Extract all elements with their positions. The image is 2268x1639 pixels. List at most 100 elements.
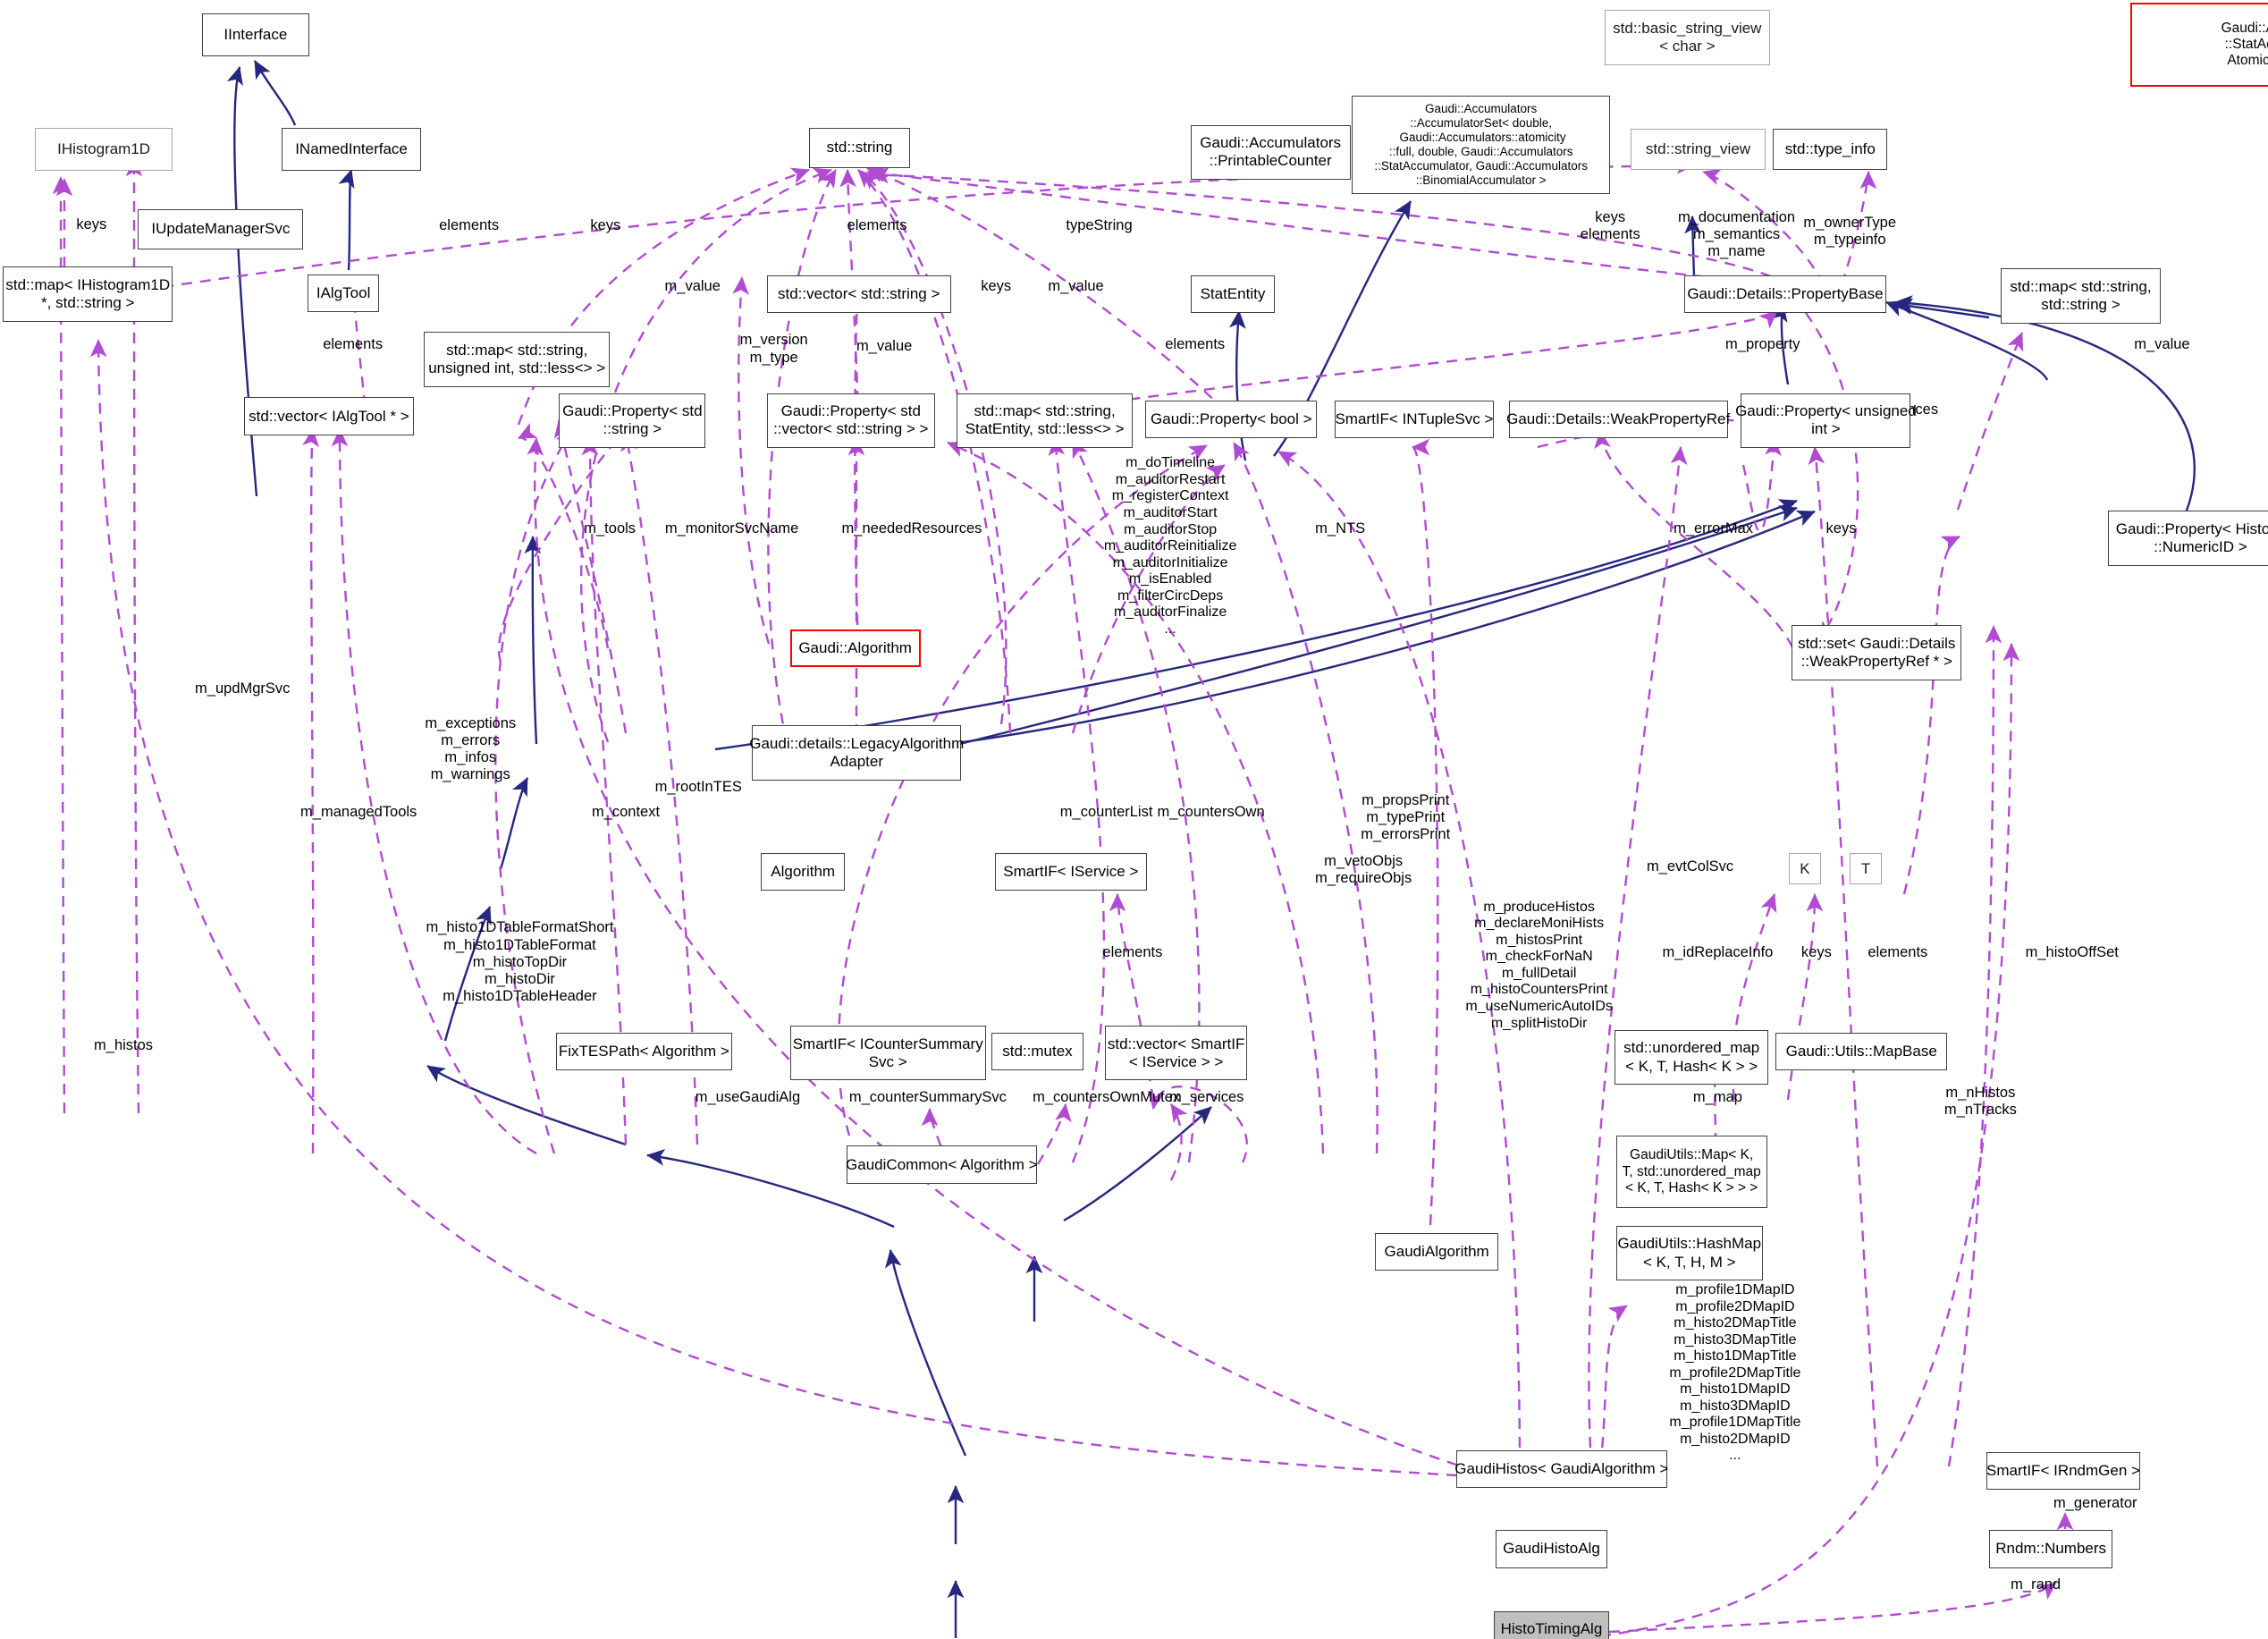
- class-node-stringview[interactable]: std::string_view: [1630, 129, 1766, 170]
- edge-label: elements: [439, 217, 500, 234]
- edge-label: m_NTS: [1315, 520, 1366, 537]
- edge-label: keys: [981, 278, 1012, 295]
- class-node-mapstrstr[interactable]: std::map< std::string, std::string >: [2001, 268, 2161, 324]
- class-node-propstring[interactable]: Gaudi::Property< std ::string >: [559, 393, 706, 449]
- edge-label: m_evtColSvc: [1646, 858, 1734, 875]
- edge-label: m_counterList: [1059, 803, 1153, 820]
- edge-label: elements: [847, 217, 907, 234]
- edge-label: m_value: [1048, 278, 1104, 295]
- class-node-smartirndmgen[interactable]: SmartIF< IRndmGen >: [1986, 1451, 2141, 1490]
- edge-label: m_histo1DTableFormatShort m_histo1DTable…: [426, 919, 614, 1004]
- edge-label: m_value: [664, 278, 721, 295]
- class-node-propvecstring[interactable]: Gaudi::Property< std ::vector< std::stri…: [766, 393, 935, 449]
- edge-label: m_doTimeline m_auditorRestart m_register…: [1103, 455, 1237, 637]
- edge-label: m_managedTools: [300, 803, 417, 820]
- class-node-vecsmartiservice[interactable]: std::vector< SmartIF < IService > >: [1105, 1025, 1248, 1081]
- class-node-mapstruint[interactable]: std::map< std::string, unsigned int, std…: [424, 332, 611, 388]
- class-node-fixtespath[interactable]: FixTESPath< Algorithm >: [556, 1032, 732, 1071]
- edge-label: m_ownerType m_typeinfo: [1803, 215, 1897, 249]
- edge-label: m_context: [591, 803, 661, 820]
- edge-label: keys: [1825, 520, 1857, 537]
- edge-label: m_idReplaceInfo: [1662, 944, 1774, 960]
- edge-label: m_produceHistos m_declareMoniHists m_his…: [1465, 899, 1613, 1031]
- class-node-mapihisto[interactable]: std::map< IHistogram1D *, std::string >: [3, 266, 173, 323]
- edge-label: m_vetoObjs m_requireObjs: [1315, 852, 1412, 886]
- edge-label: m_version m_type: [739, 332, 808, 366]
- class-node-typeinfo[interactable]: std::type_info: [1773, 129, 1888, 170]
- class-node-gaudiutilshashmap[interactable]: GaudiUtils::HashMap < K, T, H, M >: [1615, 1225, 1763, 1281]
- class-node-iinterface[interactable]: IInterface: [201, 13, 309, 57]
- class-node-vecstring[interactable]: std::vector< std::string >: [766, 275, 951, 314]
- edge-label: m_histoOffSet: [2025, 944, 2119, 960]
- edge-label: m_rootInTES: [654, 779, 742, 796]
- edge-label: m_countersOwnMutex: [1033, 1089, 1181, 1106]
- class-node-propertybase[interactable]: Gaudi::Details::PropertyBase: [1684, 275, 1886, 314]
- edge-label: typeString: [1066, 217, 1133, 234]
- class-node-legacyadapter[interactable]: Gaudi::details::LegacyAlgorithm Adapter: [749, 725, 964, 781]
- edge-label: keys elements: [1580, 208, 1640, 242]
- class-node-propbool[interactable]: Gaudi::Property< bool >: [1145, 400, 1318, 438]
- class-node-stdstring[interactable]: std::string: [808, 127, 911, 169]
- class-node-ialgtool[interactable]: IAlgTool: [308, 274, 379, 312]
- class-node-mapstatentity[interactable]: std::map< std::string, StatEntity, std::…: [957, 393, 1133, 449]
- edge-label: m_documentation m_semantics m_name: [1677, 208, 1796, 259]
- edge-label: m_updMgrSvc: [195, 680, 291, 697]
- class-node-gaudihistoalg[interactable]: GaudiHistoAlg: [1495, 1530, 1607, 1568]
- class-node-gaudiutilsmap[interactable]: GaudiUtils::Map< K, T, std::unordered_ma…: [1615, 1136, 1767, 1209]
- edge-label: keys: [590, 217, 621, 234]
- class-node-setweakprop[interactable]: std::set< Gaudi::Details ::WeakPropertyR…: [1792, 625, 1962, 680]
- edge-label: elements: [323, 336, 384, 353]
- edge-label: m_generator: [2053, 1495, 2137, 1512]
- class-node-tnode[interactable]: T: [1850, 852, 1882, 885]
- class-node-ihistogram1d[interactable]: IHistogram1D: [34, 127, 173, 172]
- class-node-vecialgtool[interactable]: std::vector< IAlgTool * >: [243, 397, 414, 435]
- edge-label: m_rand: [2011, 1576, 2061, 1593]
- class-node-stdmutex[interactable]: std::mutex: [991, 1032, 1083, 1071]
- class-node-gaudicommon[interactable]: GaudiCommon< Algorithm >: [846, 1145, 1038, 1184]
- class-node-basicstringview[interactable]: std::basic_string_view < char >: [1604, 10, 1770, 65]
- edge-label: m_nHistos m_nTracks: [1943, 1085, 2017, 1119]
- class-node-rndmnumbers[interactable]: Rndm::Numbers: [1989, 1530, 2113, 1568]
- class-node-gaudihistos[interactable]: GaudiHistos< GaudiAlgorithm >: [1454, 1450, 1668, 1489]
- edge-label: m_neededResources: [841, 520, 982, 537]
- edge-label: m_property: [1725, 336, 1800, 353]
- edge-label: elements: [1868, 944, 1928, 960]
- edge-label: m_monitorSvcName: [664, 520, 799, 537]
- edge-label: keys: [1800, 944, 1832, 960]
- class-node-statacc[interactable]: Gaudi::Accumulators ::StatAccumulator < …: [2129, 3, 2268, 88]
- class-node-histotimingalg[interactable]: HistoTimingAlg: [1494, 1611, 1609, 1639]
- edge-label: m_propsPrint m_typePrint m_errorsPrint: [1361, 791, 1451, 842]
- class-node-smartcountersummary[interactable]: SmartIF< ICounterSummary Svc >: [789, 1025, 986, 1081]
- edge-label: m_exceptions m_errors m_infos m_warnings: [425, 714, 517, 783]
- edge-label: m_useGaudiAlg: [695, 1089, 801, 1106]
- edge-label: m_value: [856, 337, 913, 354]
- class-node-printablecounter[interactable]: Gaudi::Accumulators ::PrintableCounter: [1190, 124, 1351, 181]
- edge-label: elements: [1102, 944, 1163, 960]
- edge-label: m_counterSummarySvc: [848, 1089, 1007, 1106]
- class-node-gaudialgorithm[interactable]: GaudiAlgorithm: [1375, 1232, 1499, 1271]
- class-node-algorithm[interactable]: Algorithm: [761, 852, 846, 891]
- class-node-weakpropertyref[interactable]: Gaudi::Details::WeakPropertyRef: [1506, 400, 1730, 438]
- edge-label: m_map: [1692, 1089, 1742, 1106]
- edge-label: m_histos: [94, 1036, 154, 1053]
- class-node-smartintuple[interactable]: SmartIF< INTupleSvc >: [1334, 400, 1495, 438]
- class-node-mapbase[interactable]: Gaudi::Utils::MapBase: [1775, 1032, 1948, 1071]
- edge-label: m_value: [2134, 336, 2190, 353]
- edge-label: keys: [76, 215, 107, 232]
- class-node-smartiservice[interactable]: SmartIF< IService >: [994, 852, 1148, 891]
- edge-label: elements: [1165, 336, 1226, 353]
- class-node-knode[interactable]: K: [1789, 852, 1821, 885]
- class-node-iupdatemanagersvc[interactable]: IUpdateManagerSvc: [138, 208, 304, 249]
- class-node-inamedinterface[interactable]: INamedInterface: [282, 127, 422, 172]
- class-node-statentity[interactable]: StatEntity: [1190, 275, 1276, 314]
- class-node-propuint[interactable]: Gaudi::Property< unsigned int >: [1735, 393, 1917, 449]
- class-node-unorderedmap[interactable]: std::unordered_map < K, T, Hash< K > >: [1615, 1029, 1769, 1086]
- class-node-gaudialgorithm_t[interactable]: Gaudi::Algorithm: [789, 629, 921, 668]
- edge-label: m_profile1DMapID m_profile2DMapID m_hist…: [1669, 1281, 1801, 1464]
- class-node-prophistoid[interactable]: Gaudi::Property< HistoID ::NumericID >: [2108, 510, 2268, 566]
- edge-label: m_services: [1168, 1089, 1244, 1106]
- edge-label: m_countersOwn: [1157, 803, 1265, 820]
- edge-label: m_errorMax: [1674, 520, 1754, 537]
- class-node-accumulatorset[interactable]: Gaudi::Accumulators ::AccumulatorSet< do…: [1352, 96, 1611, 195]
